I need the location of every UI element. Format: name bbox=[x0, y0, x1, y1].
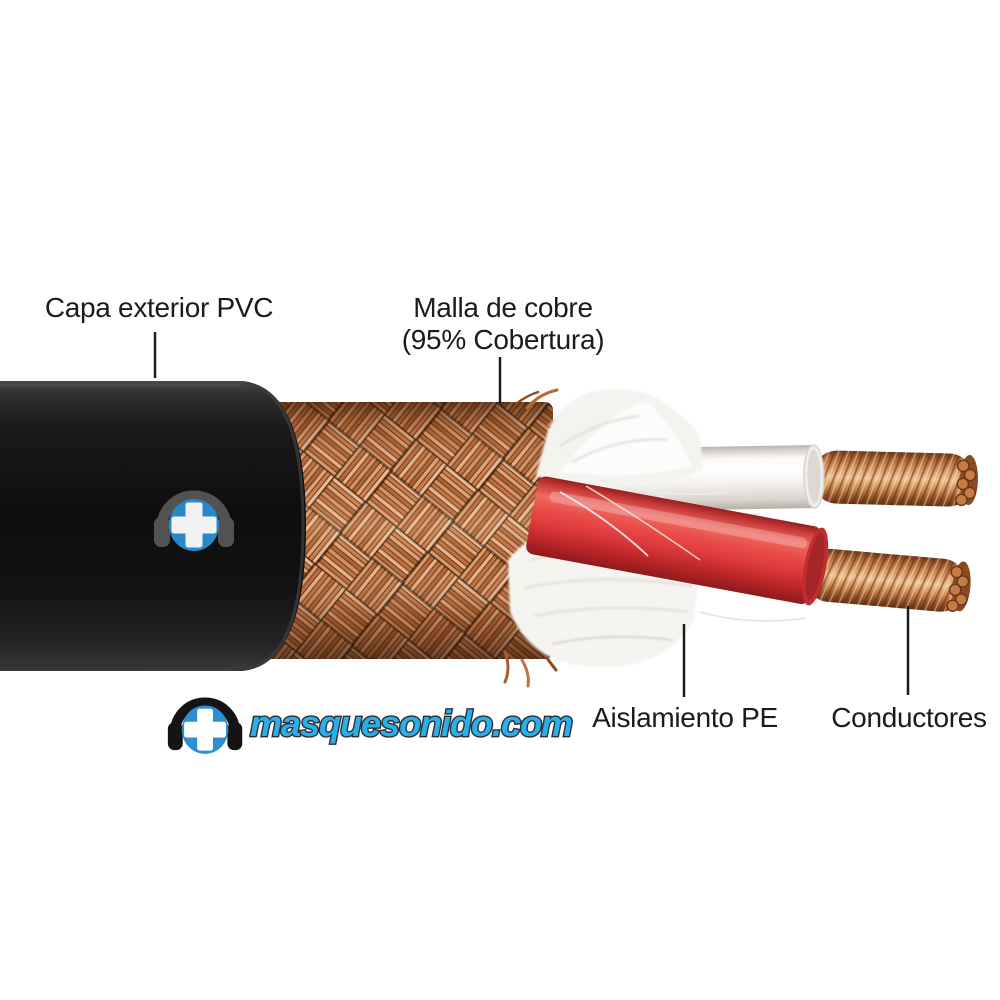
label-aislamiento-pe: Aislamiento PE bbox=[592, 702, 778, 733]
brand-website: masquesonido.com bbox=[250, 703, 572, 744]
red-conductor-wire bbox=[526, 476, 829, 606]
copper-braid-shield bbox=[250, 402, 553, 659]
label-malla-de-cobre: Malla de cobre (95% Cobertura) bbox=[401, 292, 605, 356]
headphones-plus-icon bbox=[168, 703, 242, 754]
label-malla-line1: Malla de cobre bbox=[413, 292, 593, 323]
label-capa-exterior-pvc: Capa exterior PVC bbox=[44, 292, 274, 323]
label-conductores: Conductores bbox=[831, 702, 987, 733]
copper-strands-top bbox=[812, 450, 978, 507]
label-malla-line2: (95% Cobertura) bbox=[401, 323, 605, 355]
headphones-plus-watermark-icon bbox=[154, 496, 234, 551]
pe-insulation-fibers-top bbox=[536, 388, 703, 487]
copper-strands-bottom bbox=[805, 548, 971, 613]
pvc-outer-jacket bbox=[0, 381, 306, 671]
fiber-wisps-over-red bbox=[559, 485, 807, 622]
brand-logo: masquesonido.com bbox=[168, 703, 574, 754]
